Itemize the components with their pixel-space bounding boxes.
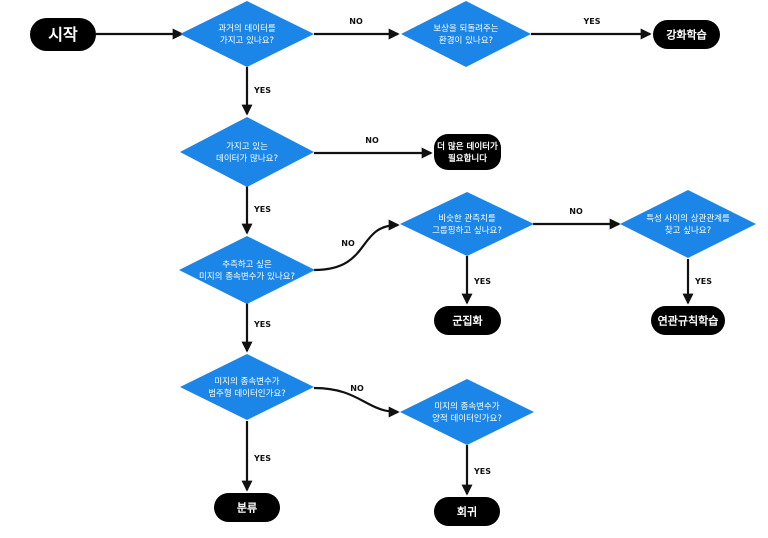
- decision-predict-line2: 미지의 종속변수가 있나요?: [199, 271, 295, 282]
- decision-categorical: 미지의 종속변수가 범주형 데이터인가요?: [180, 354, 314, 420]
- decision-has-data-line2: 가지고 있나요?: [220, 35, 274, 46]
- label-association-yes: YES: [694, 277, 712, 286]
- decision-grouping-line1: 비슷한 관측치를: [438, 213, 496, 224]
- decision-reward-line2: 환경이 있나요?: [439, 35, 493, 46]
- decision-has-data-line1: 과거의 데이터를: [218, 23, 276, 34]
- label-has-data-yes: YES: [253, 86, 271, 95]
- node-start: 시작: [30, 18, 96, 51]
- decision-quantitative: 미지의 종속변수가 양적 데이터인가요?: [400, 379, 534, 445]
- decision-association: 특성 사이의 상관관계를 찾고 싶나요?: [620, 190, 756, 258]
- label-grouping-yes: YES: [473, 277, 491, 286]
- label-categorical-no: NO: [350, 384, 364, 393]
- node-association-label: 연관규칙학습: [658, 314, 719, 328]
- node-reinforcement-label: 강화학습: [666, 28, 706, 42]
- node-start-label: 시작: [48, 25, 78, 44]
- label-predict-no: NO: [341, 239, 355, 248]
- label-enough-data-yes: YES: [253, 205, 271, 214]
- label-has-data-no: NO: [349, 17, 363, 26]
- label-enough-data-no: NO: [365, 136, 379, 145]
- edge-predict-no: [313, 219, 400, 272]
- decision-association-line2: 찾고 싶나요?: [665, 225, 711, 236]
- edge-categorical-no: [313, 386, 400, 418]
- node-clustering: 군집화: [434, 306, 501, 335]
- label-predict-yes: YES: [253, 320, 271, 329]
- node-association-rule-learning: 연관규칙학습: [651, 306, 725, 335]
- decision-grouping: 비슷한 관측치를 그룹핑하고 싶나요?: [400, 192, 534, 256]
- decision-has-data: 과거의 데이터를 가지고 있나요?: [180, 1, 314, 67]
- decision-quantitative-line1: 미지의 종속변수가: [434, 401, 499, 412]
- decision-association-line1: 특성 사이의 상관관계를: [646, 213, 730, 224]
- label-grouping-no: NO: [569, 207, 583, 216]
- decision-predict-target: 추측하고 싶은 미지의 종속변수가 있나요?: [179, 236, 315, 304]
- node-classification-label: 분류: [237, 502, 257, 515]
- node-need-more-data: 더 많은 데이터가 필요합니다: [434, 134, 501, 170]
- label-quantitative-yes: YES: [473, 467, 491, 476]
- decision-predict-line1: 추측하고 싶은: [222, 259, 272, 270]
- label-categorical-yes: YES: [253, 454, 271, 463]
- node-need-more-line2: 필요합니다: [448, 153, 487, 164]
- node-classification: 분류: [214, 493, 280, 522]
- decision-enough-data-line2: 데이터가 많나요?: [216, 153, 278, 164]
- label-reward-yes: YES: [582, 17, 600, 26]
- node-need-more-line1: 더 많은 데이터가: [437, 141, 498, 152]
- decision-grouping-line2: 그룹핑하고 싶나요?: [432, 225, 502, 236]
- node-regression-label: 회귀: [457, 505, 477, 519]
- decision-quantitative-line2: 양적 데이터인가요?: [432, 413, 502, 424]
- node-regression: 회귀: [434, 497, 500, 526]
- decision-reward-line1: 보상을 되돌려주는: [433, 23, 498, 34]
- decision-categorical-line2: 범주형 데이터인가요?: [208, 388, 286, 399]
- decision-categorical-line1: 미지의 종속변수가: [214, 376, 279, 387]
- decision-reward-environment: 보상을 되돌려주는 환경이 있나요?: [401, 1, 531, 67]
- decision-enough-data: 가지고 있는 데이터가 많나요?: [180, 117, 314, 187]
- node-clustering-label: 군집화: [452, 314, 482, 328]
- node-reinforcement-learning: 강화학습: [653, 20, 720, 49]
- decision-enough-data-line1: 가지고 있는: [226, 141, 268, 152]
